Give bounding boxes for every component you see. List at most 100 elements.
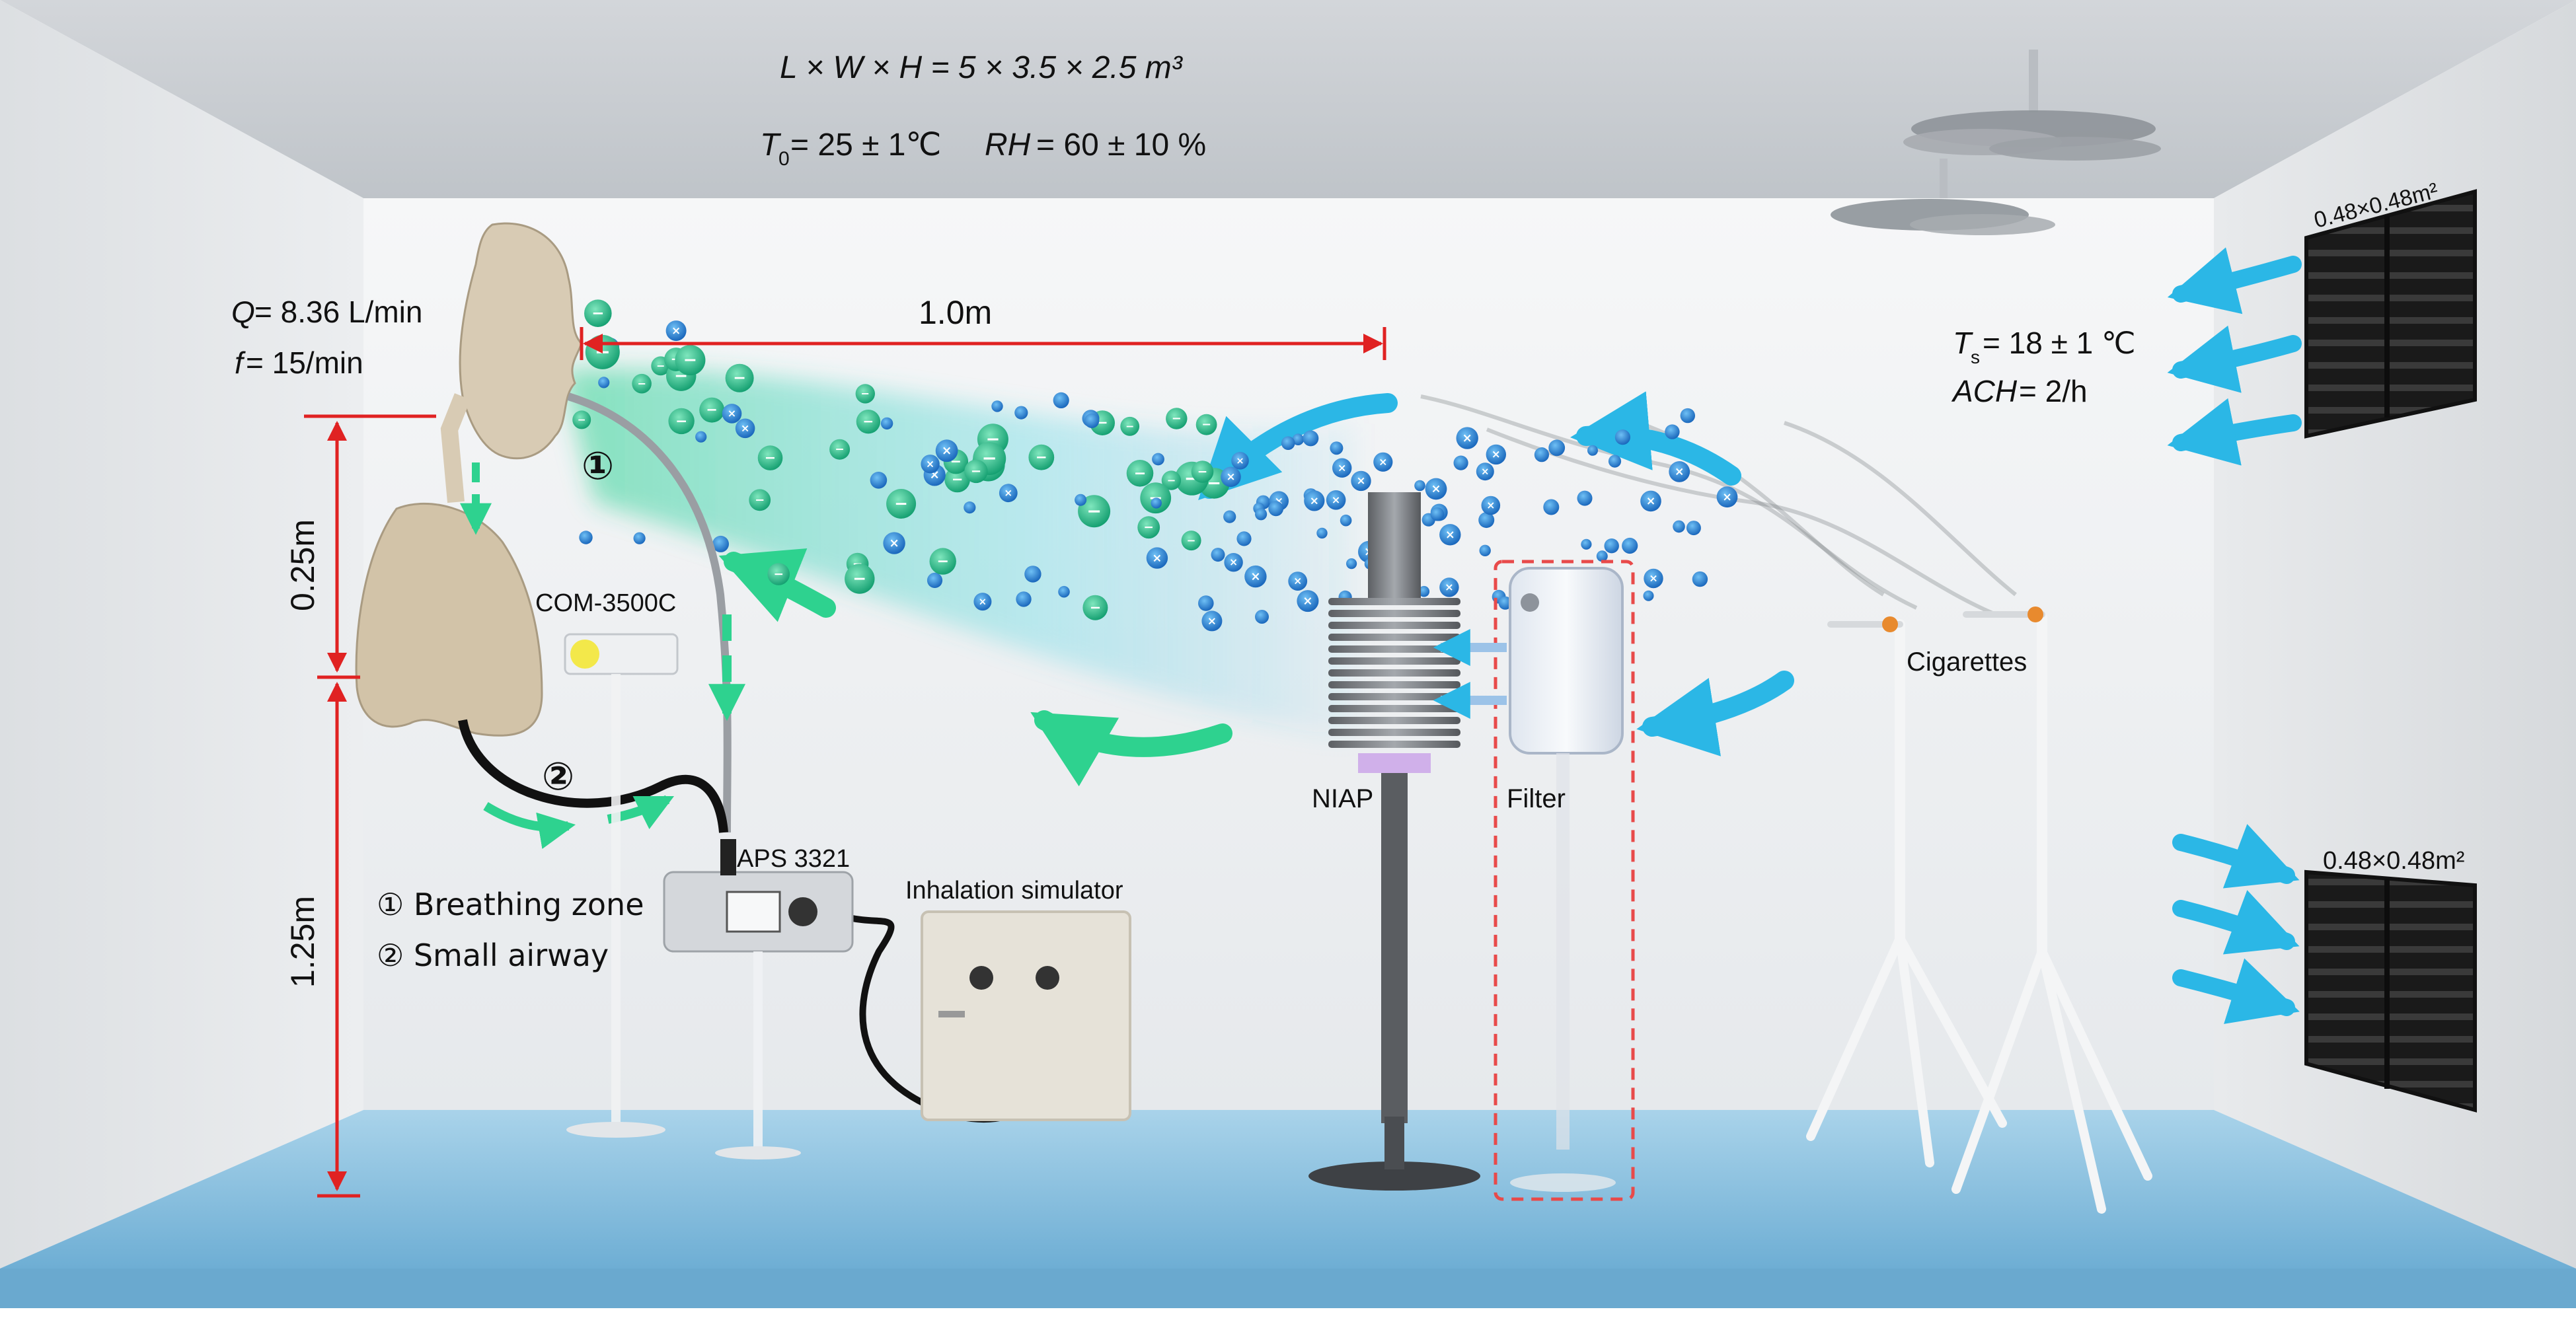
filter-label: Filter [1507,784,1566,813]
positive-ion-icon [1255,610,1269,624]
positive-ion-icon [1673,520,1685,533]
com-label: COM-3500C [535,589,676,617]
ion-charge-sign: − [835,443,844,457]
ion-charge-sign: − [706,402,717,418]
negative-ion-icon [725,363,754,392]
ion-charge-sign: × [1722,491,1732,504]
positive-ion-icon [1479,544,1491,556]
positive-ion-icon [1346,558,1357,570]
svg-text:ACH: ACH [1951,374,2018,408]
positive-ion-icon [695,431,707,443]
positive-ion-icon [1303,430,1319,447]
ion-charge-sign: × [741,422,750,435]
positive-ion-icon [1716,486,1738,508]
positive-ion-icon [735,418,755,439]
aps-label: APS 3321 [737,845,850,873]
ion-charge-sign: − [971,464,981,479]
positive-ion-icon [1614,429,1630,445]
niap-fin [1328,705,1460,712]
positive-ion-icon [1587,445,1598,456]
positive-ion-icon [1198,595,1214,611]
small-airway-marker: ② [542,754,574,799]
room-conditions-label: T 0 = 25 ± 1℃ RH = 60 ± 10 % [760,128,1206,170]
positive-ion-icon [1146,547,1168,569]
ion-charge-sign: − [894,494,908,513]
cigarette-tip-icon [2027,607,2043,622]
ion-charge-sign: × [1303,594,1312,608]
ion-charge-sign: − [982,448,997,469]
svg-text:0: 0 [778,148,790,170]
ion-charge-sign: × [1226,470,1235,483]
negative-ion-icon [855,384,876,404]
positive-ion-icon [1686,521,1701,536]
positive-ion-icon [1439,577,1459,597]
supply-conditions-label: T s = 18 ± 1 ℃ ACH = 2/h [1951,326,2136,408]
niap-fin [1328,681,1460,688]
svg-text:Q: Q [231,295,255,329]
svg-text:f: f [235,346,246,380]
ion-charge-sign: − [1096,415,1108,431]
inhalation-simulator-label: Inhalation simulator [905,877,1123,904]
ion-charge-sign: − [1134,464,1147,482]
positive-ion-icon [1058,585,1070,598]
positive-ion-icon [1330,441,1344,455]
positive-ion-icon [1669,461,1690,482]
filter-highlight-box [1494,560,1635,1201]
svg-text:T: T [1953,326,1973,360]
niap-fin [1328,634,1460,641]
ion-charge-sign: − [1090,599,1102,615]
positive-ion-icon [1425,478,1447,500]
left-wall [0,0,363,1269]
ion-charge-sign: − [1086,501,1102,521]
ion-charge-sign: − [675,413,687,429]
positive-ion-icon [1244,565,1267,588]
positive-ion-icon [1304,490,1325,511]
negative-ion-icon [886,489,917,519]
supply-vent-top: 0.48×0.48m² [2304,178,2477,439]
negative-ion-icon [1161,470,1182,490]
positive-ion-icon [1476,462,1494,481]
positive-ion-icon [991,400,1003,412]
svg-text:RH: RH [985,128,1031,163]
positive-ion-icon [722,404,742,424]
niap-fin [1328,598,1460,605]
manikin [355,222,583,737]
negative-ion-icon [1126,460,1154,487]
ion-charge-sign: − [637,377,646,390]
positive-ion-icon [1326,490,1346,510]
ion-charge-sign: × [1338,461,1347,474]
positive-ion-icon [1456,427,1478,449]
positive-ion-icon [1268,501,1284,517]
positive-ion-icon [1543,499,1560,515]
svg-text:T: T [760,128,782,163]
ion-charge-sign: − [656,359,665,372]
ion-charge-sign: × [1649,572,1658,585]
positive-ion-icon [1548,439,1566,457]
positive-ion-icon [1292,433,1305,445]
negative-ion-icon [767,563,790,585]
ion-charge-sign: × [1492,447,1501,460]
positive-ion-icon [1692,571,1708,587]
positive-ion-icon [964,501,976,514]
breathing-parameters-label: Q = 8.36 L/min f = 15/min [231,295,422,380]
niap-fin [1328,669,1460,677]
svg-text:= 15/min: = 15/min [246,346,363,380]
cigarette-tip-icon [1882,616,1898,632]
ion-charge-sign: × [1357,474,1366,487]
manikin-lung [355,502,543,737]
ion-charge-sign: − [683,350,697,369]
negative-ion-icon [1166,408,1188,429]
negative-ion-icon [1191,460,1214,483]
positive-ion-icon [1414,480,1425,492]
ceiling [0,0,2576,198]
niap-fin [1328,717,1460,724]
ion-charge-sign: × [1236,455,1244,466]
ion-charge-sign: − [578,414,586,425]
legend: ① Breathing zone ② Small airway [377,887,644,973]
positive-ion-icon [1534,447,1549,462]
legend-small-airway: ② Small airway [377,938,609,973]
negative-ion-icon [699,397,725,423]
positive-ion-icon [921,455,940,474]
height-lower-label: 1.25m [284,896,321,988]
height-dimension: 0.25m 1.25m [284,414,436,1198]
